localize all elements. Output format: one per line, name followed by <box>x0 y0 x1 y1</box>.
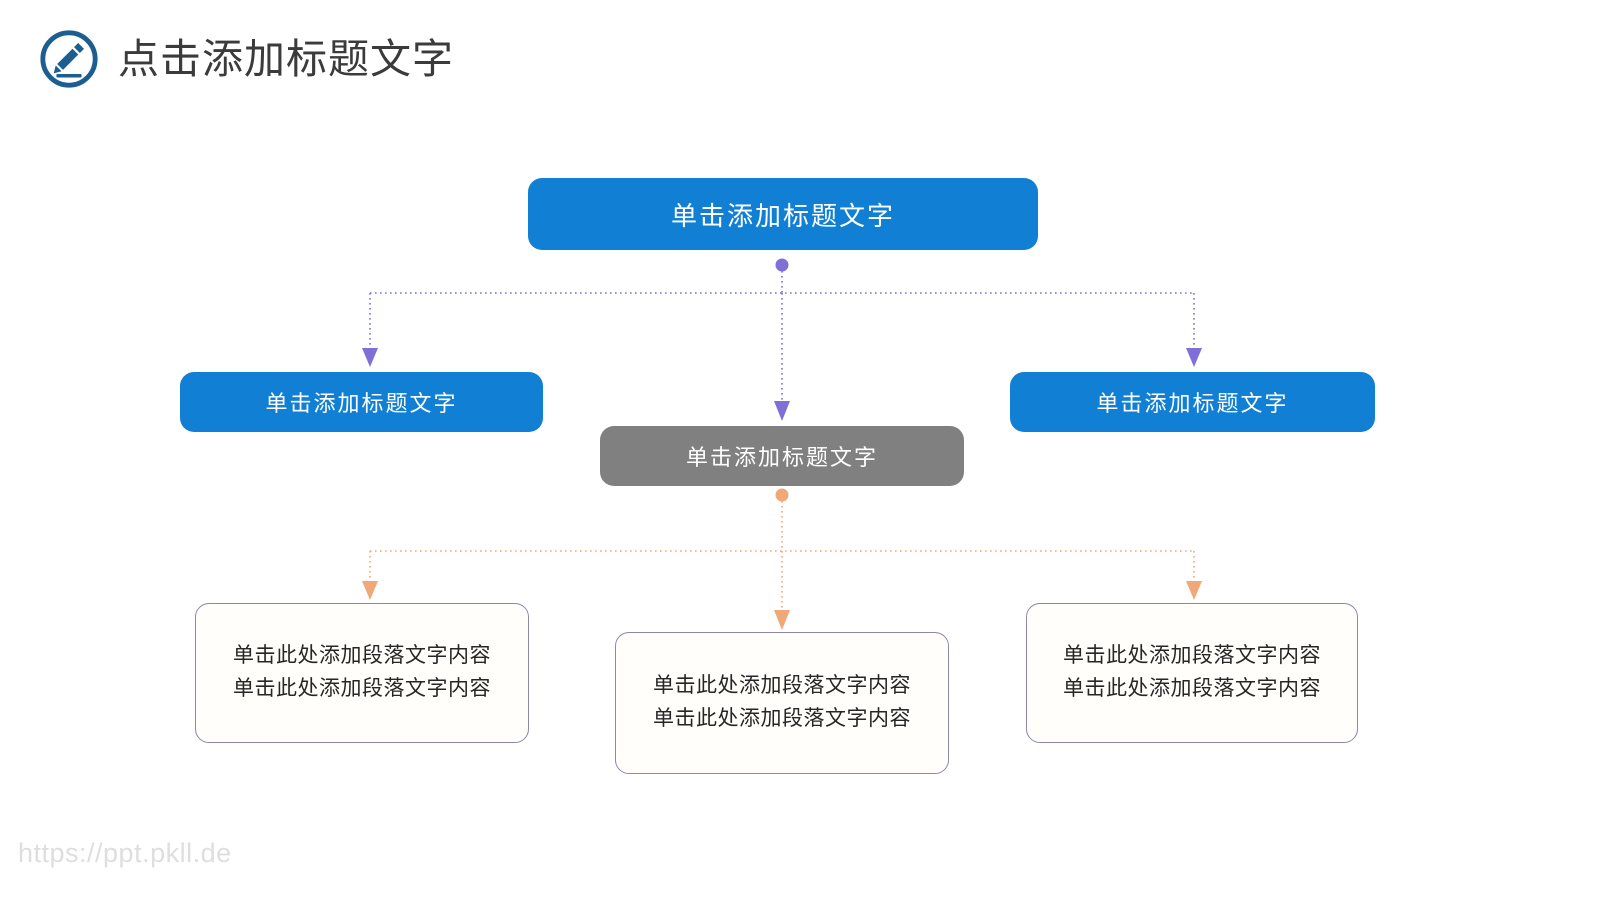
watermark-text: https://ppt.pkll.de <box>18 838 232 868</box>
diagram-node-root[interactable]: 单击添加标题文字 <box>528 178 1038 250</box>
connector-arrow-upper-right <box>1186 348 1202 367</box>
textbox-left-line-1: 单击此处添加段落文字内容 <box>233 644 491 668</box>
node-level2-left-label: 单击添加标题文字 <box>265 391 458 416</box>
node-level2-right-label: 单击添加标题文字 <box>1096 391 1289 416</box>
diagram-node-level2-middle[interactable]: 单击添加标题文字 <box>600 426 964 486</box>
textbox-right-line-1: 单击此处添加段落文字内容 <box>1063 644 1321 668</box>
connector-arrow-lower-right <box>1186 581 1202 600</box>
diagram-textbox-center[interactable]: 单击此处添加段落文字内容 单击此处添加段落文字内容 <box>615 632 949 774</box>
textbox-right-line-2: 单击此处添加段落文字内容 <box>1063 677 1321 700</box>
diagram-textbox-right[interactable]: 单击此处添加段落文字内容 单击此处添加段落文字内容 <box>1026 603 1358 743</box>
node-level2-middle-label: 单击添加标题文字 <box>685 445 878 470</box>
connector-arrow-lower-center <box>774 610 790 630</box>
page-title: 点击添加标题文字 <box>118 35 454 82</box>
pencil-circle-icon <box>40 30 98 88</box>
connector-source-dot-lower <box>775 488 789 502</box>
connector-arrow-lower-left <box>362 581 378 600</box>
connector-arrow-upper-left <box>362 348 378 367</box>
diagram-textbox-left[interactable]: 单击此处添加段落文字内容 单击此处添加段落文字内容 <box>195 603 529 743</box>
diagram-node-level2-right[interactable]: 单击添加标题文字 <box>1010 372 1375 432</box>
connector-arrow-upper-center <box>774 401 790 421</box>
connector-source-dot-upper <box>775 258 789 272</box>
slide-header: 点击添加标题文字 <box>38 28 454 90</box>
textbox-left-line-2: 单击此处添加段落文字内容 <box>233 677 491 700</box>
textbox-center-line-1: 单击此处添加段落文字内容 <box>653 674 911 698</box>
textbox-center-line-2: 单击此处添加段落文字内容 <box>653 707 911 730</box>
node-root-label: 单击添加标题文字 <box>670 200 895 231</box>
diagram-node-level2-left[interactable]: 单击添加标题文字 <box>180 372 543 432</box>
